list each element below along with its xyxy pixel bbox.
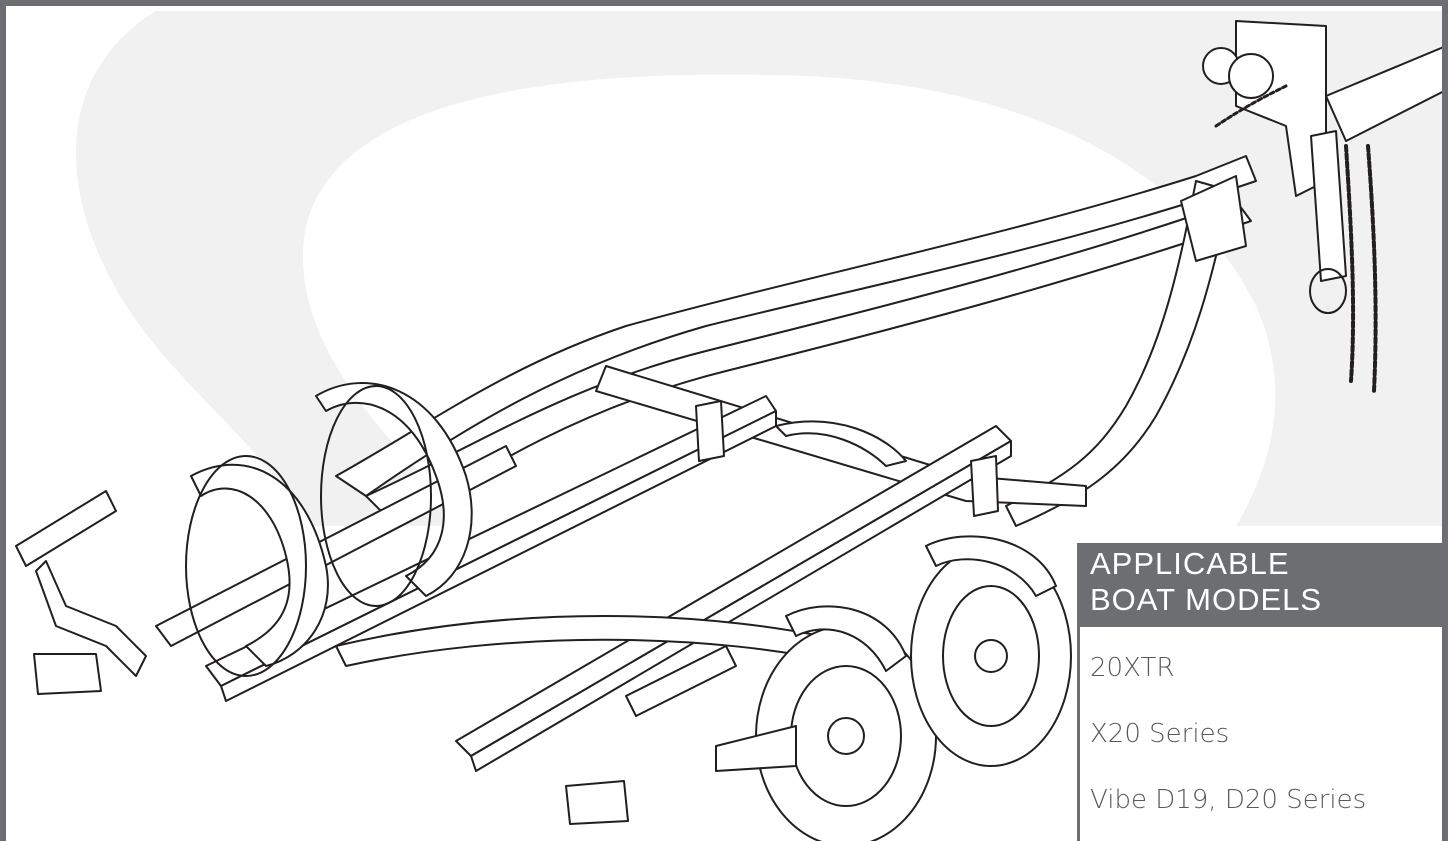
- models-list: 20XTR X20 Series Vibe D19, D20 Series: [1090, 653, 1366, 841]
- list-item: 20XTR: [1090, 653, 1175, 683]
- applicable-models-panel: APPLICABLE BOAT MODELS 20XTR X20 Series …: [1077, 543, 1442, 841]
- list-item: X20 Series: [1090, 719, 1230, 749]
- brand-swoosh-icon: [76, 11, 1442, 526]
- header-line-1: APPLICABLE: [1090, 546, 1290, 581]
- panel-header: APPLICABLE BOAT MODELS: [1080, 543, 1442, 627]
- header-line-2: BOAT MODELS: [1090, 582, 1323, 617]
- trailer-drawing-icon: [15, 20, 1442, 841]
- list-item: Vibe D19, D20 Series: [1090, 785, 1367, 815]
